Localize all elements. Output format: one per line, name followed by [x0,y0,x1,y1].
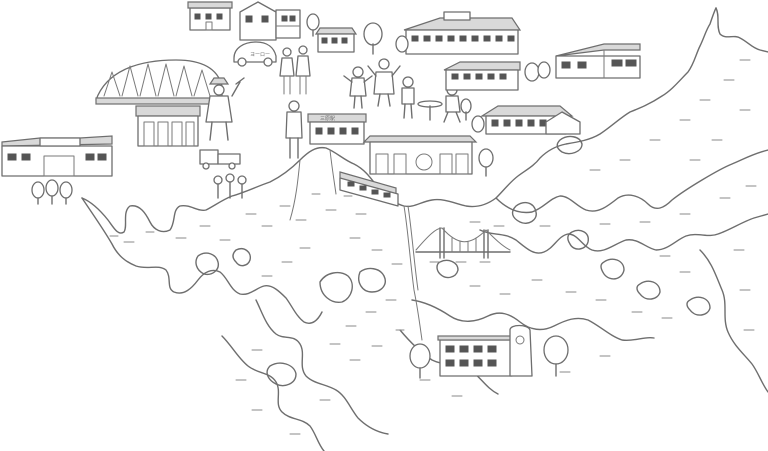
clerk [285,100,303,159]
trees-left [31,179,73,205]
coastline [81,7,768,451]
cafe-table [417,84,472,123]
small-car: ヨーロー [233,41,277,67]
townhouse [239,1,301,41]
suspension-bridge [415,227,511,263]
traditional-house [471,105,581,135]
family [343,58,415,119]
car-plate: ヨーロー [250,52,270,58]
small-house [314,27,358,53]
factory-right [555,43,641,79]
barn [443,61,551,91]
warehouse-left [1,135,113,205]
roadside-shop [135,105,201,147]
truck [199,149,241,170]
station: 三原駅 [307,113,367,145]
farmer [205,77,245,141]
train [339,171,399,207]
sunflowers [213,173,247,199]
farm-field [95,59,223,105]
school [409,324,569,379]
couple [279,45,311,95]
long-hall [395,11,522,55]
row-houses [187,1,233,31]
sea-hatching [109,59,757,435]
tree-top [306,13,383,55]
roads [289,149,423,341]
station-sign: 三原駅 [320,116,335,122]
shopping-street [362,135,494,177]
